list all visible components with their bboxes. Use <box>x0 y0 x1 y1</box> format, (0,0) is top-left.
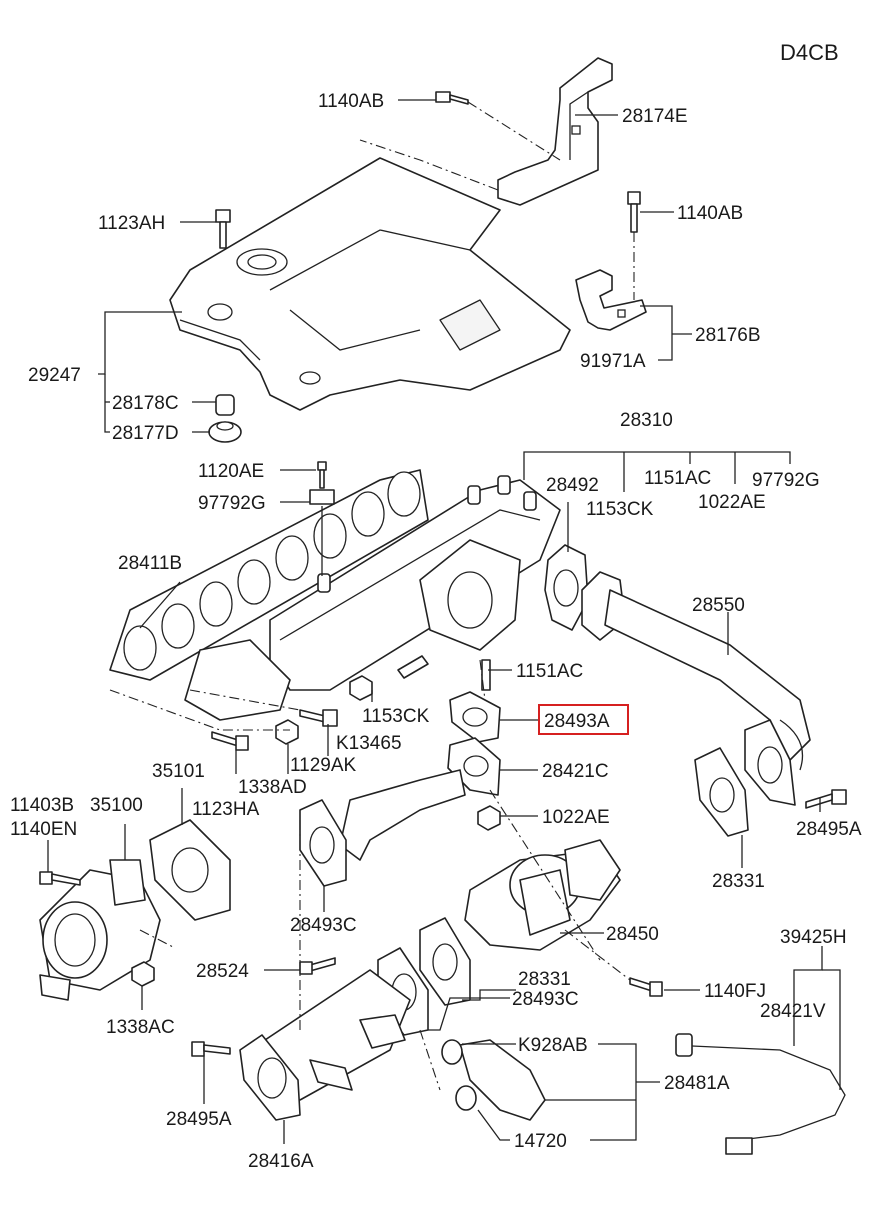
label-28495a-left[interactable]: 28495A <box>166 1109 232 1130</box>
label-28481a[interactable]: 28481A <box>664 1073 730 1094</box>
part-labels: 1140AB 28174E 1123AH 1140AB 28176B 91971… <box>10 91 862 1172</box>
bolt-1123ha <box>211 731 249 751</box>
gasket-28331-right <box>694 747 749 837</box>
nut-1338ad <box>275 719 299 745</box>
label-1338ad[interactable]: 1338AD <box>238 777 307 798</box>
gasket-28493a <box>449 691 501 743</box>
label-28178c[interactable]: 28178C <box>112 393 179 414</box>
highlight-box-28493a <box>538 704 629 735</box>
label-1123ha[interactable]: 1123HA <box>192 799 260 820</box>
leader-lines <box>47 99 841 1144</box>
bolt-1129ak <box>299 709 338 727</box>
label-k928ab[interactable]: K928AB <box>518 1035 588 1056</box>
bolt-28495a-left <box>191 1041 231 1057</box>
label-28331-right[interactable]: 28331 <box>712 871 765 892</box>
label-1129ak[interactable]: 1129AK <box>290 755 357 776</box>
bracket-28174e <box>497 57 613 206</box>
label-35100[interactable]: 35100 <box>90 795 143 816</box>
bolt-1140fj <box>629 977 663 997</box>
label-1022ae[interactable]: 1022AE <box>542 807 610 828</box>
label-28310[interactable]: 28310 <box>620 410 673 431</box>
nut-1153ck <box>349 675 373 701</box>
label-28174e[interactable]: 28174E <box>622 106 688 127</box>
gasket-35101 <box>149 819 231 921</box>
label-1153ck[interactable]: 1153CK <box>362 706 430 727</box>
label-1120ae[interactable]: 1120AE <box>198 461 264 482</box>
hose-28481a <box>441 1039 546 1121</box>
bracket-28176b <box>575 269 647 331</box>
bolt-1140ab-right <box>627 191 641 233</box>
label-1151ac-top[interactable]: 1151AC <box>644 468 711 489</box>
egr-pipe-28550 <box>581 571 811 806</box>
label-28493a[interactable]: 28493A <box>544 711 610 732</box>
label-1140ab-right[interactable]: 1140AB <box>677 203 743 224</box>
label-1338ac[interactable]: 1338AC <box>106 1017 175 1038</box>
sensor-39425h <box>675 1033 846 1155</box>
nut-1338ac <box>131 961 155 987</box>
label-1123ah[interactable]: 1123AH <box>98 213 165 234</box>
label-1140en[interactable]: 1140EN <box>10 819 77 840</box>
label-1153ck-top[interactable]: 1153CK <box>586 499 654 520</box>
label-1140fj[interactable]: 1140FJ <box>704 981 766 1002</box>
gasket-28493c-left <box>299 799 347 887</box>
label-28416a[interactable]: 28416A <box>248 1151 314 1172</box>
label-28495a-right[interactable]: 28495A <box>796 819 862 840</box>
grommet-28178c <box>215 394 235 416</box>
label-28450[interactable]: 28450 <box>606 924 659 945</box>
label-k13465[interactable]: K13465 <box>336 733 402 754</box>
label-28411b[interactable]: 28411B <box>118 553 182 574</box>
label-29247[interactable]: 29247 <box>28 365 81 386</box>
label-28421c[interactable]: 28421C <box>542 761 609 782</box>
bolt-1140en <box>39 871 81 886</box>
label-28421v[interactable]: 28421V <box>760 1001 826 1022</box>
egr-cooler-28416a <box>239 969 411 1121</box>
bolt-28495a-right <box>805 789 847 809</box>
label-1151ac[interactable]: 1151AC <box>516 661 583 682</box>
label-11403b[interactable]: 11403B <box>10 795 74 816</box>
label-28331-mid[interactable]: 28331 <box>518 969 571 990</box>
label-1022ae-top[interactable]: 1022AE <box>698 492 766 513</box>
egr-valve-28450 <box>464 839 621 951</box>
pipe-28421c <box>339 737 501 861</box>
housing-35100 <box>39 859 161 1001</box>
stud-center <box>397 655 429 679</box>
label-28176b[interactable]: 28176B <box>695 325 761 346</box>
engine-code: D4CB <box>780 40 839 65</box>
bolt-1120ae <box>309 461 335 505</box>
label-1140ab-top[interactable]: 1140AB <box>318 91 384 112</box>
bolt-1123ah <box>215 209 231 249</box>
label-28550[interactable]: 28550 <box>692 595 745 616</box>
label-39425h[interactable]: 39425H <box>780 927 847 948</box>
label-28493c-mid[interactable]: 28493C <box>512 989 579 1010</box>
label-97792g-right[interactable]: 97792G <box>752 470 820 491</box>
label-28493c-left[interactable]: 28493C <box>290 915 357 936</box>
grommet-28177d <box>208 421 242 443</box>
label-97792g-left[interactable]: 97792G <box>198 493 266 514</box>
label-91971a[interactable]: 91971A <box>580 351 646 372</box>
nut-1022ae <box>477 805 501 831</box>
label-28524[interactable]: 28524 <box>196 961 249 982</box>
label-35101[interactable]: 35101 <box>152 761 205 782</box>
bolt-28524 <box>299 957 336 975</box>
label-28177d[interactable]: 28177D <box>112 423 179 444</box>
exploded-illustration <box>39 57 847 1155</box>
label-28492[interactable]: 28492 <box>546 475 599 496</box>
intake-manifold-28310 <box>184 475 561 721</box>
engine-cover-29247 <box>169 157 571 411</box>
label-14720[interactable]: 14720 <box>514 1131 567 1152</box>
bolt-1140ab-top <box>435 91 469 105</box>
